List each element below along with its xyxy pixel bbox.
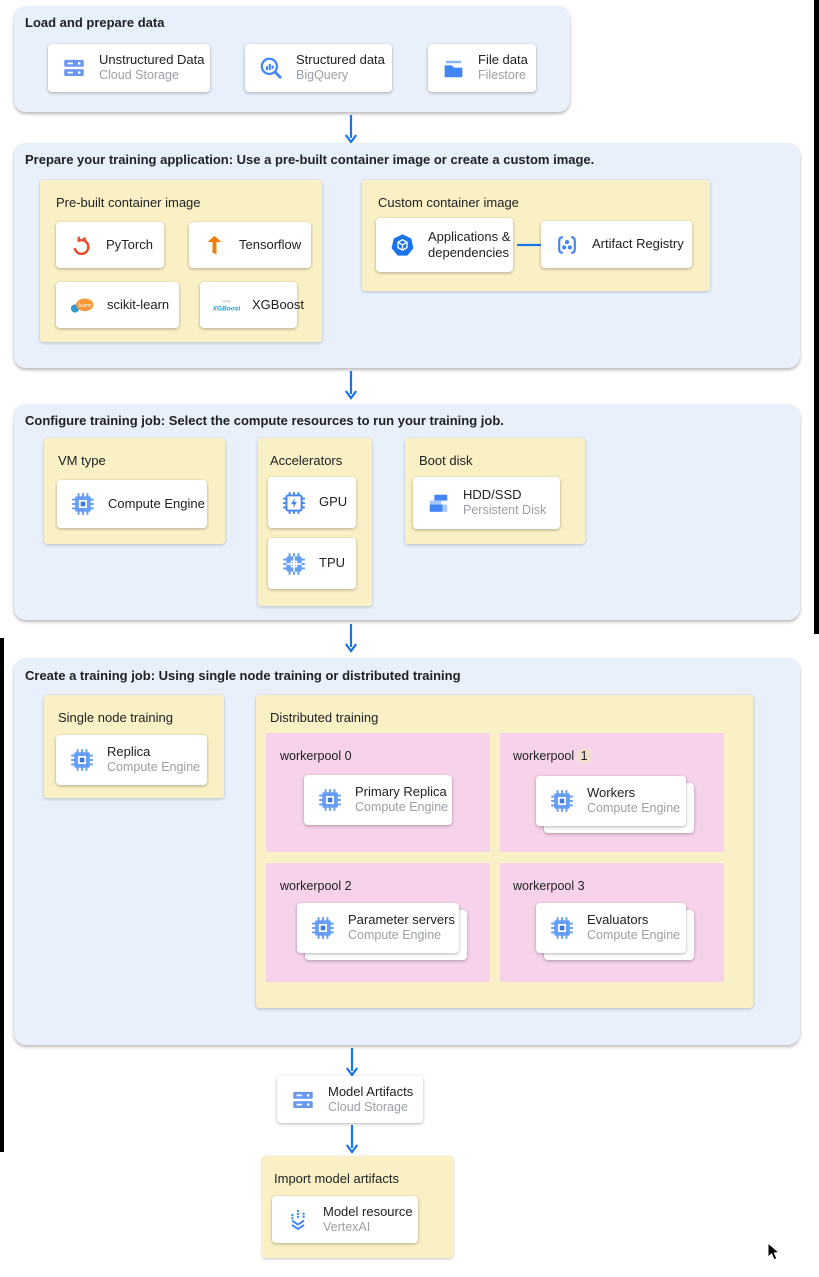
card-title: File data	[478, 52, 528, 68]
filestore-icon	[441, 56, 466, 81]
card-gpu: GPU	[268, 477, 356, 528]
custom-container-label: Custom container image	[378, 195, 519, 210]
card-applications-dependencies: Applications & dependencies	[376, 218, 513, 272]
card-title: Tensorflow	[239, 236, 302, 252]
card-xgboost: XGBoost	[200, 282, 304, 328]
card-persistent-disk: HDD/SSD Persistent Disk	[413, 477, 560, 529]
card-evaluators: Evaluators Compute Engine	[536, 903, 686, 953]
compute-engine-icon	[317, 787, 343, 813]
pytorch-icon	[69, 233, 94, 258]
card-subtitle: Compute Engine	[107, 760, 201, 775]
card-subtitle: Compute Engine	[587, 801, 681, 816]
card-title: Artifact Registry	[592, 236, 684, 252]
boot-disk-label: Boot disk	[419, 453, 473, 468]
card-subtitle: VertexAI	[323, 1219, 371, 1234]
card-title: GPU	[319, 494, 348, 510]
workerpool-0-label: workerpool 0	[280, 749, 352, 763]
section-prepare-title: Prepare your training application: Use a…	[25, 152, 595, 167]
compute-engine-icon	[549, 788, 575, 814]
card-title: Evaluators	[587, 912, 649, 928]
card-replica: Replica Compute Engine	[56, 735, 207, 785]
right-edge-bar	[814, 0, 819, 634]
card-workers: Workers Compute Engine	[536, 776, 686, 826]
card-subtitle: BigQuery	[296, 68, 349, 83]
section-configure-title: Configure training job: Select the compu…	[25, 413, 504, 428]
prebuilt-container-label: Pre-built container image	[56, 195, 201, 210]
card-subtitle: Cloud Storage	[99, 68, 179, 83]
scikit-learn-icon	[69, 292, 95, 318]
card-title: TPU	[319, 555, 345, 571]
card-subtitle: Compute Engine	[348, 928, 442, 943]
card-title: XGBoost	[252, 296, 305, 312]
workerpool-1-label-text: workerpool	[513, 749, 575, 763]
card-structured-data: Structured data BigQuery	[245, 44, 392, 92]
section-create-title: Create a training job: Using single node…	[25, 668, 461, 683]
bigquery-icon	[258, 55, 284, 81]
left-edge-bar	[0, 638, 4, 1152]
vertex-ai-icon	[285, 1207, 311, 1233]
distributed-training-label: Distributed training	[270, 710, 379, 725]
card-model-resource: Model resource VertexAI	[272, 1196, 418, 1243]
card-subtitle: Persistent Disk	[463, 503, 547, 518]
accelerators-label: Accelerators	[270, 453, 343, 468]
xgboost-icon	[213, 292, 240, 319]
flow-arrow-down-2	[343, 370, 359, 400]
card-unstructured-data: Unstructured Data Cloud Storage	[48, 44, 210, 92]
cloud-storage-icon	[290, 1087, 316, 1113]
card-artifact-registry: Artifact Registry	[541, 221, 692, 268]
workerpool-1-label: workerpool 1	[513, 749, 591, 763]
card-title: Workers	[587, 785, 636, 801]
card-subtitle: Cloud Storage	[328, 1099, 408, 1114]
flow-arrow-down-5	[344, 1124, 360, 1154]
single-node-label: Single node training	[58, 710, 173, 725]
card-model-artifacts: Model Artifacts Cloud Storage	[277, 1076, 423, 1123]
tensorflow-icon	[202, 233, 227, 258]
card-title: scikit-learn	[107, 296, 170, 312]
card-file-data: File data Filestore	[428, 44, 536, 92]
card-title: Unstructured Data	[99, 52, 205, 68]
card-tensorflow: Tensorflow	[189, 222, 311, 268]
card-compute-engine: Compute Engine	[57, 480, 207, 528]
card-title: Applications & dependencies	[428, 228, 511, 260]
card-title: Primary Replica	[355, 784, 447, 800]
vm-type-label: VM type	[58, 453, 106, 468]
card-title: Replica	[107, 744, 151, 760]
card-pytorch: PyTorch	[56, 222, 164, 268]
tpu-icon	[281, 551, 307, 577]
card-title: Parameter servers	[348, 912, 455, 928]
card-subtitle: Compute Engine	[355, 800, 449, 815]
workerpool-1-badge: 1	[577, 749, 591, 763]
card-scikit-learn: scikit-learn	[56, 282, 179, 328]
compute-engine-icon	[69, 747, 95, 773]
card-parameter-servers: Parameter servers Compute Engine	[297, 903, 459, 953]
compute-engine-icon	[310, 915, 336, 941]
import-model-label: Import model artifacts	[274, 1171, 399, 1186]
flow-arrow-down-3	[343, 623, 359, 653]
cloud-storage-icon	[61, 55, 87, 81]
card-title: Structured data	[296, 52, 385, 68]
persistent-disk-icon	[426, 491, 451, 516]
compute-engine-icon	[549, 915, 575, 941]
applications-icon	[389, 232, 416, 259]
gpu-icon	[281, 490, 307, 516]
card-subtitle: Filestore	[478, 68, 526, 83]
card-subtitle: Compute Engine	[587, 928, 681, 943]
compute-engine-icon	[70, 491, 96, 517]
card-title: HDD/SSD	[463, 487, 522, 503]
card-title: Model resource	[323, 1203, 413, 1219]
workerpool-2-label: workerpool 2	[280, 879, 352, 893]
card-title: Model Artifacts	[328, 1083, 414, 1099]
flow-arrow-down-4	[344, 1047, 360, 1077]
card-tpu: TPU	[268, 538, 356, 589]
card-primary-replica: Primary Replica Compute Engine	[304, 775, 452, 825]
card-title: PyTorch	[106, 236, 153, 252]
workerpool-3-label: workerpool 3	[513, 879, 585, 893]
artifact-registry-icon	[554, 232, 580, 258]
flow-arrow-down-1	[343, 114, 359, 144]
cursor-pointer-icon	[767, 1242, 781, 1261]
card-title: Compute Engine	[108, 495, 205, 511]
section-load-title: Load and prepare data	[25, 15, 165, 30]
